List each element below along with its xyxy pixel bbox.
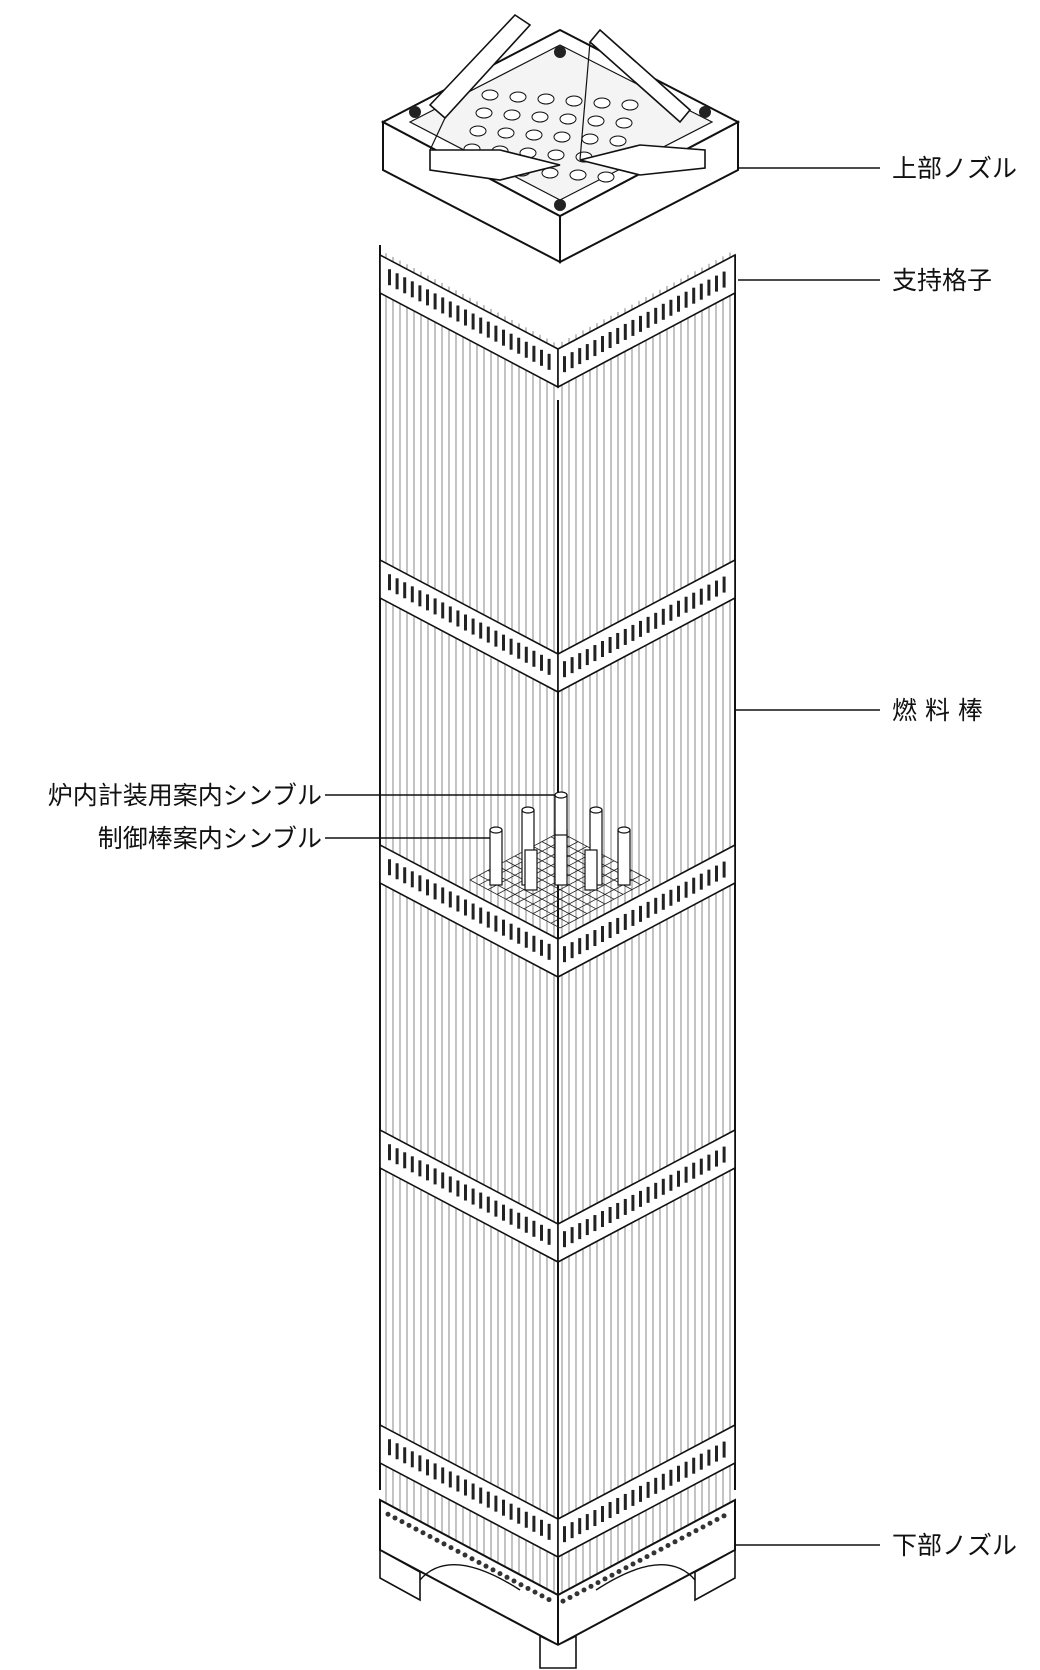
support-grid-band: [379, 1423, 736, 1559]
label-bottom-nozzle: 下部ノズル: [892, 1531, 1017, 1560]
top-nozzle: [380, 13, 741, 264]
bottom-nozzle: [379, 1498, 736, 1669]
support-grid-band: [379, 253, 736, 389]
guide-thimbles: [469, 791, 651, 929]
support-grids: [379, 253, 736, 1559]
label-fuel-rod: 燃 料 棒: [892, 696, 983, 725]
label-control-rod-thimble: 制御棒案内シンブル: [98, 824, 322, 853]
label-support-grid: 支持格子: [892, 266, 992, 295]
assembly-outline: [379, 245, 736, 1600]
label-instrument-thimble: 炉内計装用案内シンブル: [48, 781, 322, 810]
bottom-nozzle-flow-holes: [385, 1511, 727, 1604]
label-top-nozzle: 上部ノズル: [892, 154, 1017, 183]
instrument-guide-thimble: [554, 791, 568, 836]
control-rod-guide-thimbles: [489, 806, 631, 891]
leader-lines: [325, 167, 880, 1546]
support-grid-band: [379, 1128, 736, 1264]
support-grid-band: [379, 558, 736, 694]
hold-down-springs: [428, 13, 706, 181]
support-grid-band: [379, 843, 736, 979]
